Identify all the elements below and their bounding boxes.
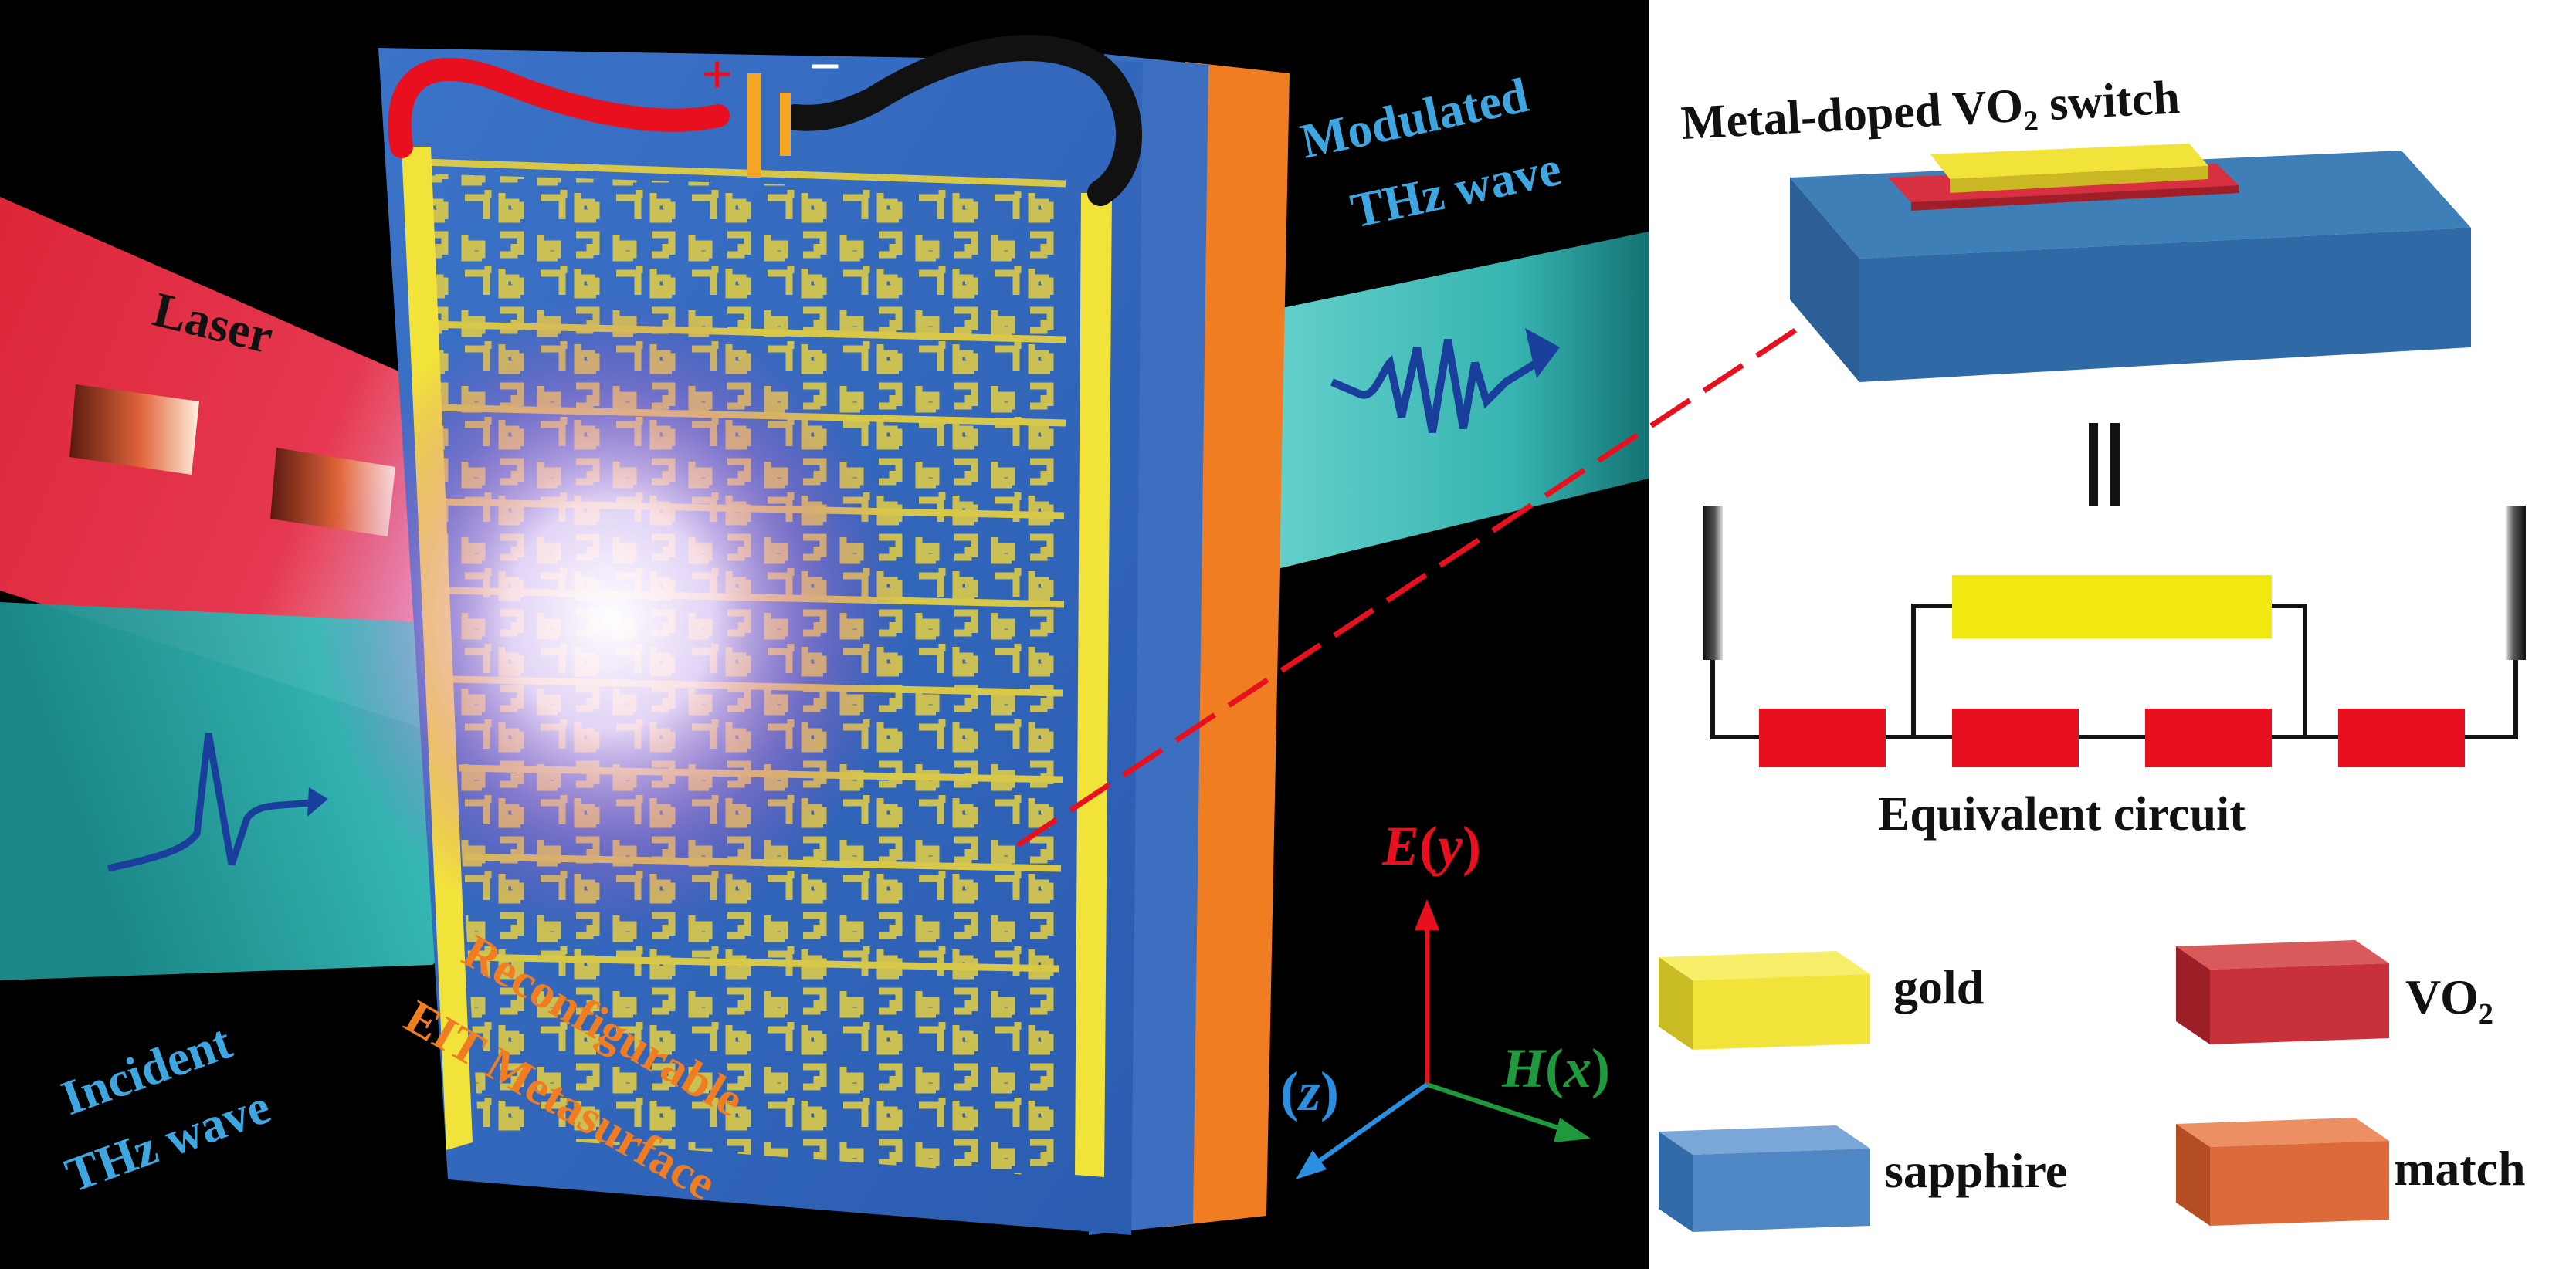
circuit-right-terminal: [2506, 506, 2526, 660]
positive-wire: [388, 58, 730, 158]
switch-gold-layer: [1930, 144, 2208, 179]
circuit-gold: [1952, 575, 2272, 638]
circuit-left-terminal: [1703, 506, 1723, 660]
circuit-vo2-3: [2145, 709, 2272, 767]
legend-label-sapphire: sapphire: [1884, 1143, 2067, 1198]
legend-label-vo2: VO₂: [2405, 970, 2493, 1024]
equals-bar-1: [2089, 423, 2098, 506]
legend-item-vo2: VO₂: [2176, 940, 2493, 1044]
modulated-arrow-head: [1525, 328, 1560, 378]
negative-wire: [782, 35, 1143, 206]
legend-label-match: match: [2394, 1141, 2526, 1196]
legend-item-sapphire: sapphire: [1659, 1125, 2067, 1232]
legend-item-gold: gold: [1659, 951, 1984, 1050]
h-axis-label: H(x): [1501, 1037, 1610, 1099]
battery-plate-short: [780, 93, 791, 156]
right-electrode: [1075, 193, 1112, 1177]
incident-pulse: [107, 733, 310, 872]
coordinate-axes: [1296, 899, 1591, 1179]
battery-plate-long: [747, 73, 761, 178]
zoom-line: [1016, 279, 1870, 848]
legend: gold VO₂ sapphire match: [1659, 940, 2526, 1232]
equals-bar-2: [2110, 423, 2120, 506]
equivalent-circuit: [1703, 506, 2526, 767]
circuit-vo2-2: [1952, 709, 2079, 767]
modulated-pulse: [1330, 339, 1539, 433]
incident-arrow-head: [307, 787, 328, 817]
z-axis-label: (z): [1280, 1061, 1339, 1122]
legend-item-match: match: [2176, 1118, 2526, 1226]
battery-plus: +: [701, 43, 733, 105]
circuit-vo2-1: [1759, 709, 1886, 767]
switch-title: Metal-doped VO₂ switch: [1679, 71, 2181, 150]
battery-minus: −: [809, 36, 841, 97]
switch-block: [1790, 144, 2471, 382]
e-axis-label: E(y): [1381, 815, 1481, 877]
legend-label-gold: gold: [1893, 959, 1984, 1014]
circuit-vo2-4: [2338, 709, 2465, 767]
laser-chip-1: [69, 384, 199, 475]
laser-spot: [317, 293, 903, 942]
equivalent-circuit-label: Equivalent circuit: [1878, 788, 2246, 841]
